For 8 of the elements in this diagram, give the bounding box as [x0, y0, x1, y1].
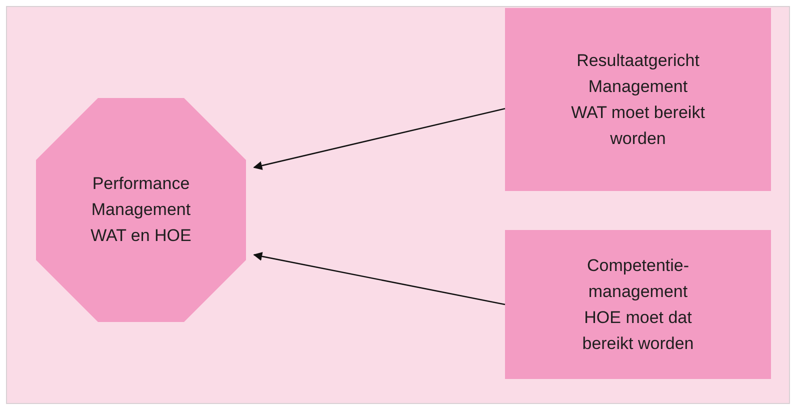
process-box	[505, 8, 771, 191]
octagon-shape	[36, 98, 246, 322]
node-label: Resultaatgericht Management WAT moet bereikt worden	[571, 50, 705, 150]
node-label: Competentie- management HOE moet dat bereikt worden	[581, 254, 695, 354]
node-label: Performance Management WAT en HOE	[90, 173, 192, 247]
arrow	[253, 108, 506, 170]
process-box	[505, 230, 771, 379]
arrow	[253, 252, 506, 306]
